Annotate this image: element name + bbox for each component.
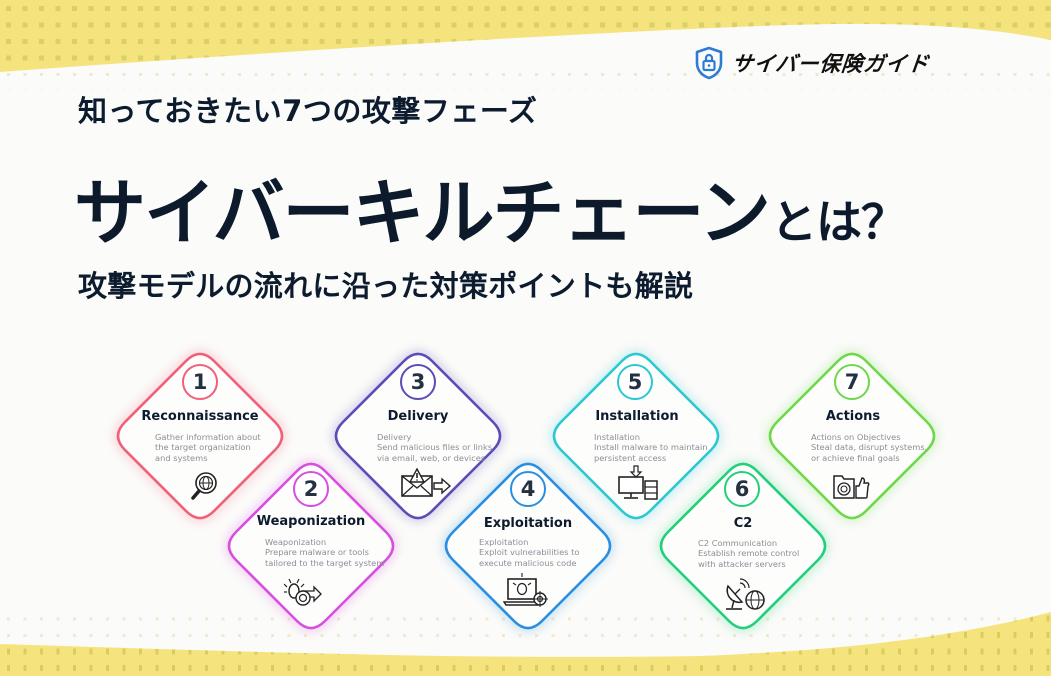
phase-number-badge: 3	[400, 364, 436, 400]
phase-title: C2	[733, 516, 753, 531]
title-main: サイバーキルチェーン	[74, 171, 771, 255]
phase-title: Reconnaissance	[141, 409, 259, 424]
satellite-dish-globe-icon	[726, 578, 765, 610]
phase-title: Weaponization	[256, 514, 366, 529]
laptop-bug-crosshair-icon	[503, 573, 548, 607]
folder-target-thumbsup-icon	[833, 475, 870, 499]
phase-number-badge: 1	[182, 364, 218, 400]
phase-description: Installation Install malware to maintain…	[594, 432, 708, 463]
phase-number-badge: 5	[617, 364, 653, 400]
phase-title: Exploitation	[483, 516, 573, 531]
brand-logo[interactable]: サイバー保険ガイド	[694, 46, 931, 80]
phase-number-badge: 7	[834, 364, 870, 400]
phase-title: Installation	[595, 409, 679, 424]
phase-number-badge: 4	[510, 471, 546, 507]
magnifier-globe-icon	[191, 472, 217, 500]
envelope-warning-icon	[401, 468, 452, 497]
page-title: サイバーキルチェーン とは？	[74, 154, 907, 259]
phase-description: Exploitation Exploit vulnerabilities to …	[479, 537, 580, 568]
phase-description: Delivery Send malicious files or links v…	[377, 432, 493, 463]
bug-target-arrow-icon	[284, 578, 322, 606]
kicker-heading: 知っておきたい7つの攻撃フェーズ	[78, 94, 538, 128]
phase-description: Weaponization Prepare malware or tools t…	[265, 537, 385, 568]
brand-name: サイバー保険ガイド	[730, 52, 931, 76]
phase-number-badge: 6	[724, 471, 760, 507]
phase-number-badge: 2	[293, 471, 329, 507]
phase-description: Gather information about the target orga…	[155, 432, 261, 463]
phase-title: Actions	[825, 409, 881, 424]
phase-description: C2 Communication Establish remote contro…	[698, 538, 800, 569]
phase-description: Actions on Objectives Steal data, disrup…	[811, 432, 928, 463]
shield-lock-icon	[695, 46, 723, 80]
monitor-server-download-icon	[618, 465, 658, 500]
subtitle: 攻撃モデルの流れに沿った対策ポイントも解説	[78, 269, 694, 303]
phase-title: Delivery	[387, 409, 449, 424]
title-suffix: とは？	[770, 195, 907, 249]
